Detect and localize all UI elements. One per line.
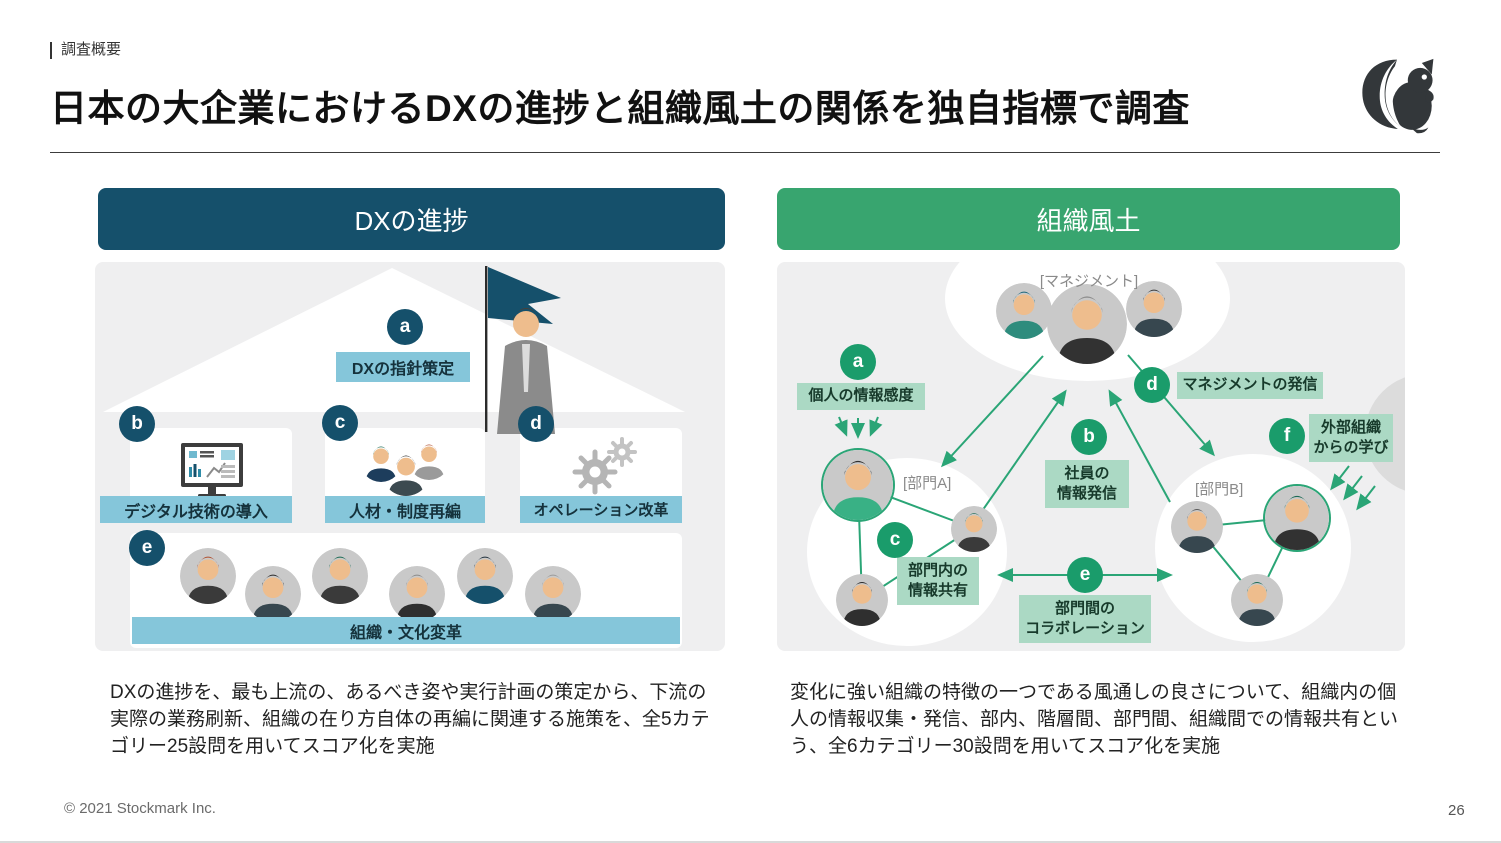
dept-b-member-avatar bbox=[1231, 574, 1283, 626]
copyright-text: © 2021 Stockmark Inc. bbox=[64, 800, 216, 817]
badge-b-left-letter: b bbox=[131, 413, 143, 434]
label-employee-transmission: 社員の 情報発信 bbox=[1045, 460, 1129, 508]
management-group-label-text: [マネジメント] bbox=[1039, 273, 1139, 290]
org-climate-description: 変化に強い組織の特徴の一つである風通しの良さについて、組織内の個人の情報収集・発… bbox=[790, 682, 1399, 757]
eyebrow-label: 調査概要 bbox=[50, 41, 121, 59]
org-climate-diagram: [マネジメント] a 個人の情報感度 [部門A] c 部門内の 情報共有 b 社… bbox=[777, 262, 1405, 651]
badge-b-right: b bbox=[1071, 419, 1107, 455]
person-avatar bbox=[457, 548, 513, 604]
badge-c-left: c bbox=[322, 405, 358, 441]
label-digital-tech: デジタル技術の導入 bbox=[100, 496, 292, 523]
right-panel-header: 組織風土 bbox=[777, 188, 1400, 250]
person-avatar bbox=[245, 566, 301, 622]
badge-e-right-letter: e bbox=[1079, 564, 1091, 585]
label-operation-reform-text: オペレーション改革 bbox=[533, 502, 669, 519]
badge-c-right: c bbox=[877, 522, 913, 558]
label-dept-collaboration: 部門間の コラボレーション bbox=[1019, 595, 1151, 643]
label-digital-tech-text: デジタル技術の導入 bbox=[124, 503, 268, 521]
manager-avatar bbox=[996, 283, 1052, 339]
badge-d-left-letter: d bbox=[530, 413, 542, 434]
label-dept-collaboration-text: 部門間の コラボレーション bbox=[1025, 599, 1145, 637]
label-management-transmission-text: マネジメントの発信 bbox=[1182, 376, 1318, 394]
badge-b-right-letter: b bbox=[1083, 426, 1095, 447]
squirrel-logo-icon bbox=[1362, 58, 1434, 134]
left-panel-title: DXの進捗 bbox=[354, 205, 469, 236]
label-external-learning: 外部組織 からの学び bbox=[1309, 414, 1393, 462]
label-hr-reform: 人材・制度再編 bbox=[325, 496, 485, 523]
badge-d-right: d bbox=[1134, 367, 1170, 403]
person-avatar bbox=[180, 548, 236, 604]
label-dept-info-sharing-text: 部門内の 情報共有 bbox=[907, 561, 968, 599]
label-hr-reform-text: 人材・制度再編 bbox=[348, 503, 461, 521]
badge-b-left: b bbox=[119, 406, 155, 442]
label-operation-reform: オペレーション改革 bbox=[520, 496, 682, 523]
management-group-label: [マネジメント] bbox=[1009, 270, 1169, 291]
label-dx-policy: DXの指針策定 bbox=[336, 352, 470, 382]
gears-icon bbox=[572, 437, 637, 495]
dx-progress-diagram: a DXの指針策定 b デジタル技術の導入 c 人材・制度再 bbox=[95, 262, 725, 651]
label-dx-policy-text: DXの指針策定 bbox=[351, 361, 455, 378]
badge-a-right-letter: a bbox=[852, 351, 864, 372]
badge-c-left-letter: c bbox=[334, 412, 346, 433]
person-avatar bbox=[525, 566, 581, 622]
dept-a-member-avatar bbox=[951, 506, 997, 552]
label-dept-info-sharing: 部門内の 情報共有 bbox=[897, 557, 979, 605]
monitor-chart-icon bbox=[181, 443, 243, 498]
left-panel-header: DXの進捗 bbox=[98, 188, 725, 250]
dept-a-lead-avatar bbox=[823, 450, 893, 520]
dept-b-label: [部門B] bbox=[1195, 478, 1243, 499]
dept-a-label-text: [部門A] bbox=[903, 475, 952, 492]
dept-b-lead-avatar bbox=[1265, 486, 1329, 550]
dx-progress-description: DXの進捗を、最も上流の、あるべき姿や実行計画の策定から、下流の実際の業務刷新、… bbox=[110, 682, 710, 757]
label-info-sensitivity-text: 個人の情報感度 bbox=[808, 387, 914, 405]
label-culture-change: 組織・文化変革 bbox=[132, 617, 680, 644]
badge-d-left: d bbox=[518, 406, 554, 442]
dept-a-label: [部門A] bbox=[903, 472, 951, 493]
badge-f-right-letter: f bbox=[1283, 425, 1291, 446]
badge-f-right: f bbox=[1269, 418, 1305, 454]
label-employee-transmission-text: 社員の 情報発信 bbox=[1056, 464, 1117, 502]
label-external-learning-text: 外部組織 からの学び bbox=[1313, 418, 1389, 456]
page-number: 26 bbox=[1448, 802, 1465, 819]
dept-a-member-avatar bbox=[836, 574, 888, 626]
label-culture-change-text: 組織・文化変革 bbox=[349, 624, 462, 642]
page-title: 日本の大企業におけるDXの進捗と組織風土の関係を独自指標で調査 bbox=[50, 88, 1190, 129]
dept-b-label-text: [部門B] bbox=[1195, 481, 1244, 498]
label-management-transmission: マネジメントの発信 bbox=[1177, 372, 1323, 399]
badge-d-right-letter: d bbox=[1146, 374, 1158, 395]
title-divider bbox=[50, 152, 1440, 153]
badge-a-right: a bbox=[840, 344, 876, 380]
badge-e-left: e bbox=[129, 530, 165, 566]
label-info-sensitivity: 個人の情報感度 bbox=[797, 383, 925, 410]
people-group-icon bbox=[360, 438, 452, 502]
person-avatar bbox=[389, 566, 445, 622]
badge-a-left-letter: a bbox=[399, 316, 411, 337]
badge-a-left: a bbox=[387, 309, 423, 345]
badge-e-right: e bbox=[1067, 557, 1103, 593]
executive-avatar bbox=[1047, 284, 1127, 364]
badge-e-left-letter: e bbox=[141, 537, 153, 558]
dept-b-member-avatar bbox=[1171, 501, 1223, 553]
right-panel-title: 組織風土 bbox=[1036, 205, 1141, 236]
badge-c-right-letter: c bbox=[889, 529, 901, 550]
person-avatar bbox=[312, 548, 368, 604]
